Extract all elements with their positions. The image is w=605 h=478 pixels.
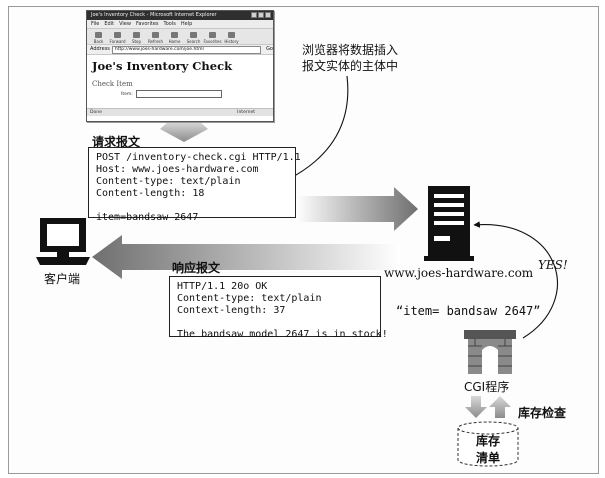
status-bar: Done Internet — [87, 108, 273, 116]
status-left: Done — [90, 110, 102, 115]
browser-menu-bar: File Edit View Favorites Tools Help — [87, 20, 273, 28]
inventory-database-icon — [457, 421, 519, 467]
address-bar: Address http://www.joes-hardware.com/joe… — [87, 45, 273, 55]
back-icon — [95, 32, 102, 38]
client-computer-icon — [36, 218, 90, 265]
item-input[interactable] — [135, 90, 222, 98]
menu-edit[interactable]: Edit — [104, 21, 115, 27]
cgi-query-label: “item= bandsaw 2647” — [396, 304, 541, 318]
inventory-up-arrow — [489, 396, 511, 418]
request-line: Content-length: 18 — [96, 188, 205, 199]
browser-content: Joe's Inventory Check Check Item Item: D… — [87, 59, 273, 116]
item-label: Item: — [121, 91, 133, 97]
request-body-line: item=bandsaw 2647 — [96, 212, 199, 223]
yes-curve — [473, 221, 558, 339]
db-line-1: 库存 — [475, 434, 500, 448]
menu-view[interactable]: View — [119, 21, 131, 27]
response-body-line: The bandsaw model 2647 is in stock! — [177, 329, 388, 340]
request-arrow — [296, 187, 418, 231]
search-icon — [190, 32, 197, 38]
browser-toolbar: Back Forward Stop Refresh Home Search Fa… — [87, 28, 273, 45]
home-button[interactable]: Home — [166, 32, 183, 44]
browser-window: Joe's Inventory Check - Microsoft Intern… — [86, 10, 274, 122]
forward-icon — [114, 32, 121, 38]
request-line: Host: www.joes-hardware.com — [96, 164, 259, 175]
browser-title-bar: Joe's Inventory Check - Microsoft Intern… — [87, 11, 273, 20]
address-input[interactable]: http://www.joes-hardware.com/joe.html — [111, 45, 262, 54]
server-label: www.joes-hardware.com — [384, 266, 534, 280]
client-label: 客户端 — [44, 272, 81, 286]
request-title: 请求报文 — [92, 135, 141, 149]
inventory-down-arrow — [465, 396, 487, 418]
response-line — [177, 317, 373, 329]
response-message-box: HTTP/1.1 20o OK Content-type: text/plain… — [169, 276, 388, 340]
stop-icon — [133, 32, 140, 38]
back-button[interactable]: Back — [90, 32, 107, 44]
refresh-icon — [152, 32, 159, 38]
response-arrow — [92, 235, 400, 279]
inventory-check-label: 库存检查 — [518, 406, 567, 420]
request-line: POST /inventory-check.cgi HTTP/1.1 — [96, 152, 301, 163]
cgi-label: CGI程序 — [464, 380, 510, 394]
annotation-line-1: 浏览器将数据插入 — [302, 43, 399, 57]
history-button[interactable]: History — [223, 32, 240, 44]
close-button[interactable] — [265, 12, 271, 18]
forward-button[interactable]: Forward — [109, 32, 126, 44]
response-title: 响应报文 — [172, 261, 221, 275]
stop-button[interactable]: Stop — [128, 32, 145, 44]
menu-help[interactable]: Help — [180, 21, 193, 27]
browser-title: Joe's Inventory Check - Microsoft Intern… — [91, 12, 217, 18]
maximize-button[interactable] — [258, 12, 264, 18]
menu-tools[interactable]: Tools — [163, 21, 176, 27]
db-line-2: 清单 — [475, 451, 500, 465]
request-line: Content-type: text/plain — [96, 176, 241, 187]
cgi-program-icon — [464, 330, 516, 374]
browser-to-request-arrow — [160, 122, 208, 142]
item-row: Item: — [121, 90, 273, 98]
address-label: Address — [90, 46, 110, 52]
server-icon — [424, 186, 474, 261]
request-line — [96, 200, 288, 212]
minimize-button[interactable] — [251, 12, 257, 18]
page-subheading: Check Item — [92, 80, 133, 88]
favorites-icon — [209, 32, 216, 38]
go-button[interactable]: Go — [266, 46, 273, 52]
request-message-box: POST /inventory-check.cgi HTTP/1.1 Host:… — [88, 147, 301, 223]
annotation-text: 浏览器将数据插入 报文实体的主体中 — [302, 42, 398, 74]
response-line: Content-type: text/plain — [177, 293, 322, 304]
history-icon — [228, 32, 235, 38]
refresh-button[interactable]: Refresh — [147, 32, 164, 44]
home-icon — [171, 32, 178, 38]
response-line: HTTP/1.1 20o OK — [177, 281, 268, 292]
status-right: Internet — [237, 110, 255, 115]
annotation-line-2: 报文实体的主体中 — [302, 59, 399, 73]
response-line: Context-length: 37 — [177, 305, 286, 316]
page-heading: Joe's Inventory Check — [92, 59, 233, 73]
search-button[interactable]: Search — [185, 32, 202, 44]
inventory-database-label: 库存 清单 — [458, 433, 518, 467]
cgi-reply-label: YES! — [538, 258, 568, 272]
menu-favorites[interactable]: Favorites — [135, 21, 159, 27]
menu-file[interactable]: File — [91, 21, 100, 27]
favorites-button[interactable]: Favorites — [203, 32, 222, 44]
